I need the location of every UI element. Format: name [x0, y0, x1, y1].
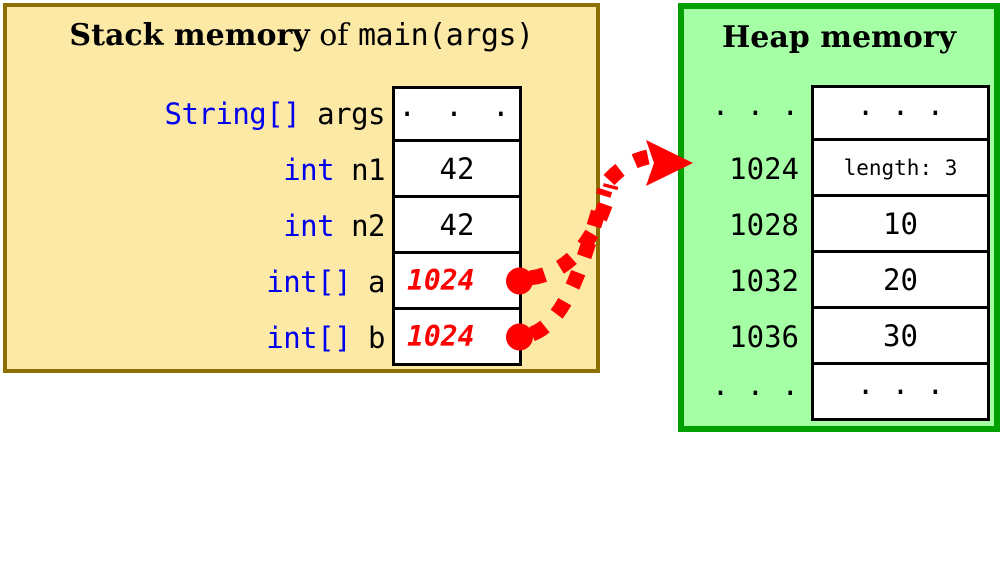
- stack-varname-b: b: [368, 320, 385, 355]
- heap-row-1028: 1028 10: [698, 197, 990, 253]
- stack-varname-n1: n1: [351, 152, 385, 187]
- stack-row-b: int[] b 1024: [7, 310, 596, 366]
- stack-row-a: int[] a 1024: [7, 254, 596, 310]
- stack-label-n1: int n1: [7, 152, 392, 187]
- stack-value-args: · · ·: [398, 97, 516, 131]
- stack-cell-args: · · ·: [392, 86, 522, 142]
- heap-cell-1028: 10: [811, 197, 990, 253]
- stack-type-b: int[]: [266, 320, 352, 355]
- stack-title-plain: of: [309, 18, 358, 53]
- stack-rows: String[] args · · · int n1 42 int n2 42: [7, 86, 596, 366]
- stack-type-n2: int: [283, 208, 335, 243]
- stack-label-args: String[] args: [7, 96, 392, 131]
- stack-value-b: 1024: [407, 320, 475, 353]
- stack-row-args: String[] args · · ·: [7, 86, 596, 142]
- heap-address-1036: 1036: [729, 319, 799, 354]
- heap-address-1028: 1028: [729, 207, 799, 242]
- heap-cell-dots-bottom: · · ·: [811, 365, 990, 421]
- heap-row-1024: 1024 length: 3: [698, 141, 990, 197]
- stack-title-bold: Stack memory: [69, 18, 310, 53]
- stack-cell-n2: 42: [392, 198, 522, 254]
- stack-memory-panel: Stack memory of main(args) String[] args…: [3, 3, 600, 373]
- heap-cell-1024-length: length: 3: [811, 141, 990, 197]
- stack-type-a: int[]: [266, 264, 352, 299]
- heap-rows: · · · · · · 1024 length: 3 1028 10 1032 …: [698, 85, 990, 421]
- heap-address-dots-top: · · ·: [711, 95, 799, 130]
- stack-label-a: int[] a: [7, 264, 392, 299]
- heap-row-1032: 1032 20: [698, 253, 990, 309]
- pointer-dot-b-icon: [506, 323, 533, 350]
- stack-cell-a: 1024: [392, 254, 533, 310]
- stack-label-b: int[] b: [7, 320, 392, 355]
- stack-varname-n2: n2: [351, 208, 385, 243]
- heap-row-dots-top: · · · · · ·: [698, 85, 990, 141]
- heap-address-dots-bottom: · · ·: [711, 375, 799, 410]
- stack-cell-b: 1024: [392, 310, 533, 366]
- pointer-dot-a-icon: [506, 267, 533, 294]
- heap-row-1036: 1036 30: [698, 309, 990, 365]
- heap-memory-panel: Heap memory · · · · · · 1024 length: 3 1…: [678, 3, 1000, 432]
- stack-value-a: 1024: [407, 264, 475, 297]
- heap-memory-title: Heap memory: [721, 20, 957, 55]
- heap-row-dots-bottom: · · · · · ·: [698, 365, 990, 421]
- stack-varname-args: args: [317, 96, 385, 131]
- stack-type-n1: int: [283, 152, 335, 187]
- heap-cell-1036: 30: [811, 309, 990, 365]
- arrow-path-merged-icon: [603, 149, 650, 186]
- stack-title-method: main(args): [357, 18, 534, 53]
- stack-varname-a: a: [368, 264, 385, 299]
- stack-cell-n1: 42: [392, 142, 522, 198]
- heap-address-1032: 1032: [729, 263, 799, 298]
- stack-label-n2: int n2: [7, 208, 392, 243]
- stack-row-n2: int n2 42: [7, 198, 596, 254]
- heap-address-1024: 1024: [729, 151, 799, 186]
- stack-type-args: String[]: [164, 96, 301, 131]
- heap-cell-dots-top: · · ·: [811, 85, 990, 141]
- heap-cell-1032: 20: [811, 253, 990, 309]
- stack-memory-title: Stack memory of main(args): [7, 21, 596, 51]
- stack-row-n1: int n1 42: [7, 142, 596, 198]
